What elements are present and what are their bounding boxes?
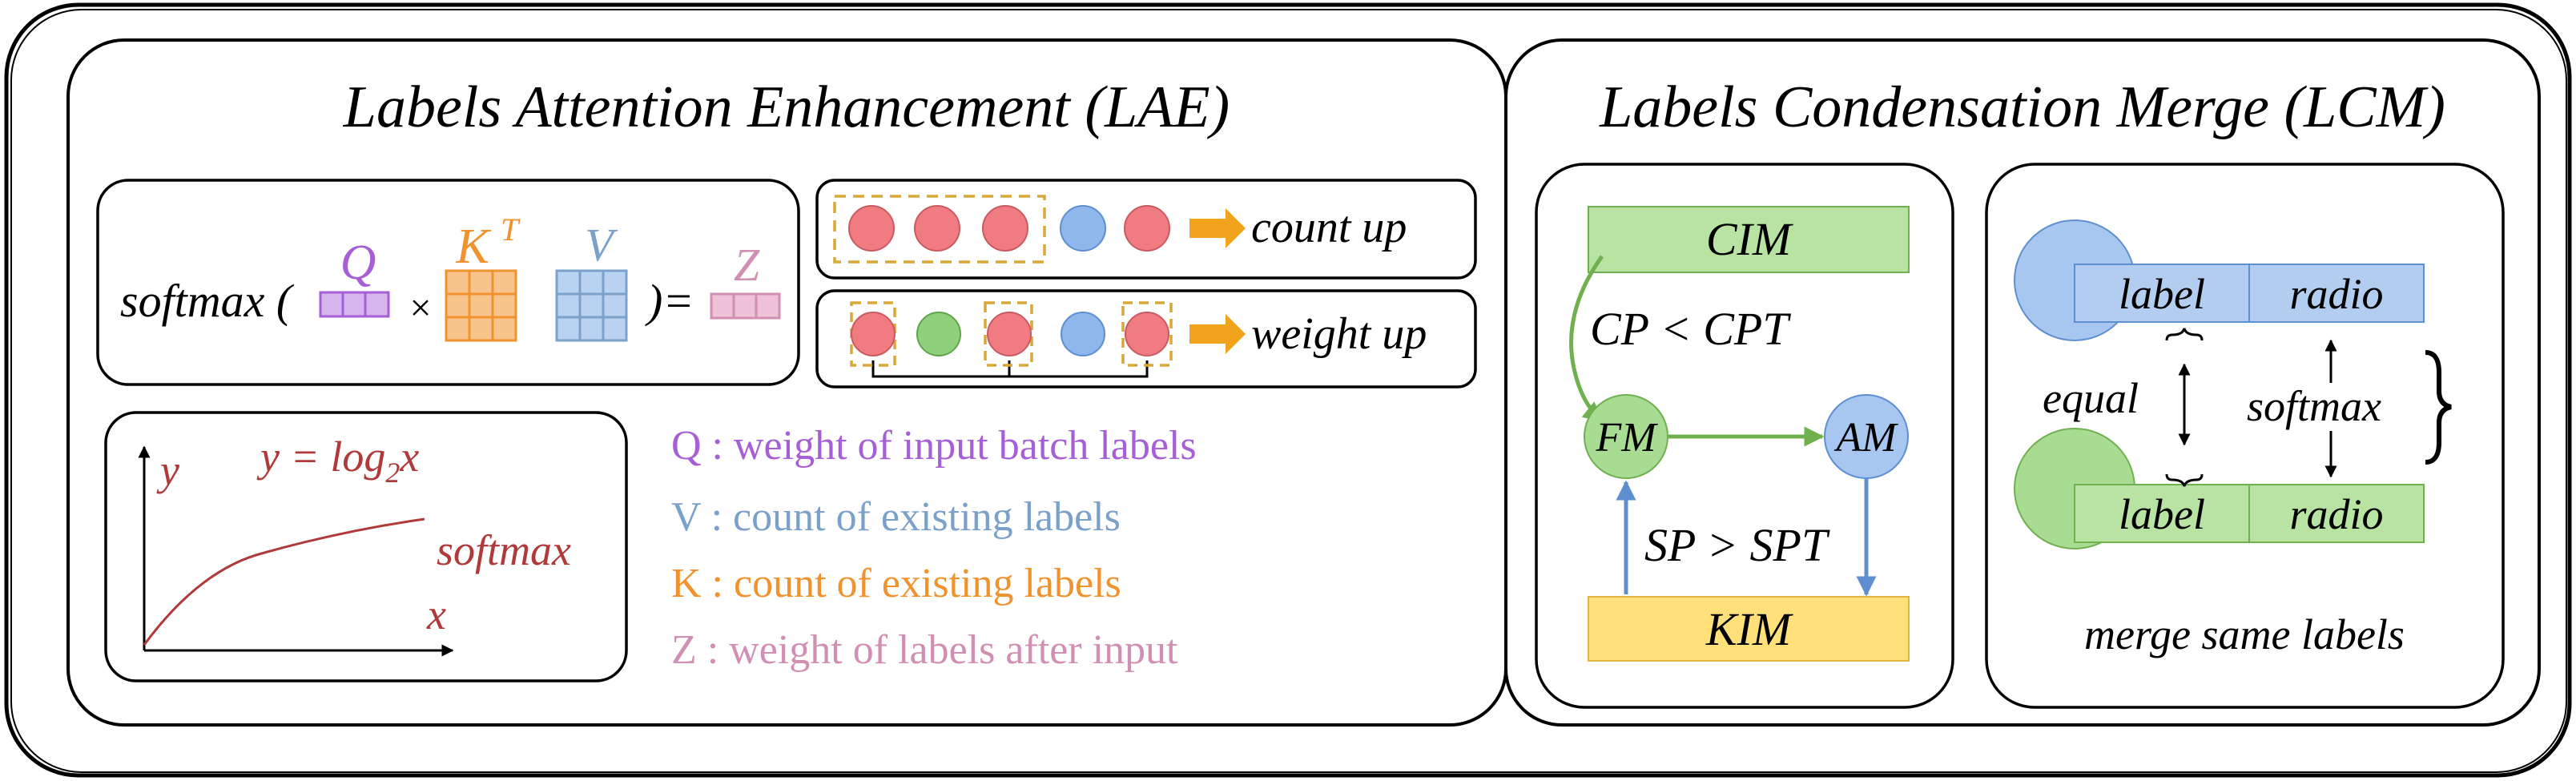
legend-k: K : count of existing labels bbox=[671, 561, 1121, 606]
weight-up-dashed-node bbox=[1121, 301, 1173, 367]
legend: Q : weight of input batch labels V : cou… bbox=[671, 423, 1197, 673]
merge-caption: merge same labels bbox=[2084, 610, 2405, 658]
am-node bbox=[1824, 394, 1909, 479]
bottom-label-text: label bbox=[2119, 490, 2205, 538]
formula-k: K bbox=[455, 219, 492, 274]
red-label-node bbox=[982, 205, 1028, 252]
top-label-text: label bbox=[2119, 270, 2205, 318]
bottom-brace bbox=[2165, 473, 2204, 487]
kim-block bbox=[1588, 596, 1910, 662]
graph-x-label: x bbox=[426, 590, 446, 638]
blue-label-node bbox=[1060, 205, 1106, 252]
lae-panel: Labels Attention Enhancement (LAE) softm… bbox=[66, 38, 1507, 727]
large-brace bbox=[2425, 350, 2452, 465]
legend-q: Q : weight of input batch labels bbox=[671, 423, 1197, 469]
log-graph-box bbox=[104, 411, 628, 682]
legend-v: V : count of existing labels bbox=[671, 494, 1121, 540]
v-matrix bbox=[555, 269, 628, 342]
log-curve bbox=[143, 517, 425, 646]
count-up-arrow-icon bbox=[1189, 208, 1246, 248]
red-label-node bbox=[1125, 312, 1169, 356]
graph-equation: y = log2x bbox=[256, 433, 419, 489]
cim-block bbox=[1588, 206, 1910, 273]
formula-k-superscript: T bbox=[501, 211, 521, 248]
formula-softmax: softmax ( bbox=[120, 275, 295, 327]
cp-condition: CP < CPT bbox=[1590, 303, 1791, 355]
k-matrix bbox=[445, 269, 517, 342]
bottom-radio-text: radio bbox=[2289, 490, 2383, 538]
weight-up-dashed-node bbox=[984, 301, 1033, 367]
weight-up-arrow-icon bbox=[1189, 314, 1246, 354]
count-up-dashed-group bbox=[833, 195, 1046, 264]
fm-label: FM bbox=[1595, 415, 1658, 461]
formula-q: Q bbox=[340, 236, 376, 290]
green-label-node bbox=[916, 312, 961, 356]
formula-close-equals: )= bbox=[645, 275, 694, 327]
blue-label-node bbox=[1061, 312, 1105, 356]
red-label-node bbox=[851, 312, 896, 356]
q-matrix bbox=[319, 291, 390, 318]
kim-label: KIM bbox=[1705, 603, 1793, 655]
softmax-label: softmax bbox=[2247, 382, 2381, 430]
top-brace bbox=[2165, 328, 2204, 341]
outer-frame bbox=[4, 2, 2572, 778]
lcm-title: Labels Condensation Merge (LCM) bbox=[1599, 74, 2445, 140]
top-radio-text: radio bbox=[2289, 270, 2383, 318]
legend-z: Z : weight of labels after input bbox=[671, 627, 1178, 673]
red-label-node bbox=[987, 312, 1032, 356]
z-matrix bbox=[710, 292, 781, 320]
count-up-label: count up bbox=[1251, 203, 1407, 252]
red-label-node bbox=[1124, 205, 1170, 252]
lae-title: Labels Attention Enhancement (LAE) bbox=[343, 74, 1230, 140]
equal-label: equal bbox=[2043, 374, 2139, 422]
sp-condition: SP > SPT bbox=[1644, 519, 1830, 571]
lcm-panel: Labels Condensation Merge (LCM) CIM CP <… bbox=[1504, 38, 2541, 727]
graph-y-label: y bbox=[156, 446, 179, 494]
am-label: AM bbox=[1833, 415, 1898, 461]
formula-z: Z bbox=[734, 239, 760, 291]
cim-label: CIM bbox=[1706, 213, 1793, 265]
outer-frame-sketch bbox=[10, 9, 2567, 773]
formula-v: V bbox=[585, 219, 618, 271]
formula-times: × bbox=[409, 287, 431, 329]
red-label-node bbox=[914, 205, 960, 252]
graph-curve-label: softmax bbox=[437, 526, 571, 574]
cim-to-fm-arrow bbox=[1569, 255, 1604, 422]
weight-up-label: weight up bbox=[1251, 309, 1427, 359]
red-label-node bbox=[848, 205, 895, 252]
